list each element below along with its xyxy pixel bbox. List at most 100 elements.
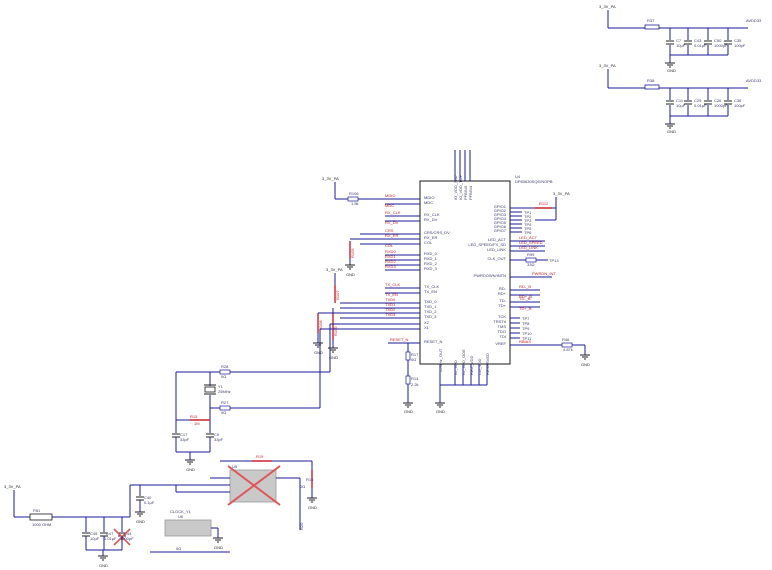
svg-text:X2: X2	[424, 320, 430, 325]
avdd33-decoupling-top: 3_3V_PA R37 AVDD33 C7 10µF C43 0.01µF C5…	[599, 4, 762, 73]
cap-c44-value: 1000pF	[120, 536, 134, 541]
power-input: 3_3V_PA FB1 1000 OHM C40 0.1µF GND C45 1…	[4, 484, 230, 568]
svg-text:RX_ER: RX_ER	[424, 235, 437, 240]
net-txd3: TXD3	[385, 312, 396, 317]
svg-text:R14: R14	[411, 376, 419, 381]
ground-symbol-strap-a: GND	[313, 342, 323, 355]
svg-text:TP9: TP9	[522, 326, 530, 331]
svg-text:TP2: TP2	[524, 214, 532, 219]
svg-text:Y1: Y1	[218, 384, 224, 389]
svg-text:TXD_2: TXD_2	[424, 309, 437, 314]
svg-text:RXD_2: RXD_2	[424, 261, 438, 266]
cap-c17-ref: C17	[180, 432, 188, 437]
svg-text:CD_VDD: CD_VDD	[477, 358, 482, 375]
svg-text:R108: R108	[318, 320, 323, 330]
ground-symbol-c40: GND	[135, 511, 145, 524]
clock-label: CLOCK_Y1	[170, 509, 192, 514]
svg-text:GND: GND	[186, 467, 195, 472]
svg-text:GND: GND	[99, 563, 108, 568]
svg-text:R99: R99	[527, 252, 535, 257]
crystal-circuit: R28 0Ω R27 0Ω Y1 25MHz R15 1M C17 33pF C…	[172, 324, 331, 472]
right-nets: R112 3_3V_PA TP1 TP2 TP3 TP4 TP5 TP6 LED…	[510, 191, 590, 367]
svg-text:2.2k: 2.2k	[411, 382, 419, 387]
ground-symbol-osc: GND	[307, 497, 317, 510]
svg-text:1.5k: 1.5k	[351, 201, 359, 206]
svg-text:R19: R19	[256, 454, 264, 459]
svg-text:TD+: TD+	[498, 303, 506, 308]
cap-c11-value: 10µF	[676, 103, 686, 108]
cap-c43-value: 0.01µF	[694, 43, 707, 48]
svg-text:GND: GND	[214, 545, 223, 550]
svg-text:4.87k: 4.87k	[563, 347, 573, 352]
svg-text:MDC: MDC	[424, 200, 433, 205]
svg-text:R17: R17	[411, 352, 419, 357]
svg-text:IO_VDD_TOP: IO_VDD_TOP	[458, 174, 463, 200]
rail-label-bottom: 3_3V_PA	[4, 484, 21, 489]
cap-c44-ref: C44	[124, 531, 132, 536]
svg-text:RX_DV: RX_DV	[424, 217, 438, 222]
svg-text:GND: GND	[314, 350, 323, 355]
svg-text:TP1: TP1	[524, 210, 532, 215]
oscillator-dnp: U5 U6 CLOCK_Y1 R19 R16 0Ω GND R20 GND	[164, 454, 317, 550]
ic-left-pins: MDIO MDC RX_CLK RX_DV CRS/CRS_DV RX_ER C…	[424, 195, 450, 344]
svg-text:R28: R28	[221, 364, 229, 369]
ground-symbol-top: GND	[665, 62, 676, 73]
avdd33-decoupling-bottom: 3_3V_PA R38 AVDD33 C11 10µF C25 0.01µF C…	[599, 63, 762, 134]
svg-text:R109: R109	[333, 326, 338, 336]
svg-text:R20: R20	[299, 522, 304, 530]
net-rxd3: RXD3	[385, 264, 396, 269]
net-crs: CRS	[385, 228, 394, 233]
cap-c40-ref: C40	[144, 495, 152, 500]
ground-symbol-bulk: GND	[98, 555, 108, 568]
cap-c45-ref: C45	[90, 531, 98, 536]
svg-text:0Ω: 0Ω	[221, 410, 226, 415]
net-txd2: TXD2	[385, 307, 396, 312]
avdd33-label-bottom: AVDD33	[746, 78, 762, 83]
ground-symbol-ic: GND	[435, 402, 445, 414]
svg-text:25MHz_OUT: 25MHz_OUT	[438, 348, 443, 372]
svg-text:0Ω: 0Ω	[221, 374, 226, 379]
net-rd-minus: RD-_B	[519, 284, 531, 289]
svg-text:1M: 1M	[194, 421, 200, 426]
svg-text:GPIO4: GPIO4	[494, 216, 507, 221]
svg-text:R16: R16	[306, 477, 314, 482]
avdd33-label-top: AVDD33	[746, 18, 762, 23]
svg-text:TP4: TP4	[524, 222, 532, 227]
svg-text:GND: GND	[346, 272, 355, 277]
cap-c26-ref: C26	[714, 98, 722, 103]
resistor-r37	[644, 24, 660, 30]
ground-symbol-crs: GND	[345, 264, 355, 277]
svg-text:TP6: TP6	[524, 230, 532, 235]
svg-text:GND: GND	[667, 68, 676, 73]
left-nets: MDIO MDC R106 1.5k 3_3V_PA RX_CLK RX_DV …	[313, 176, 420, 414]
ground-symbol-mid: GND	[665, 123, 676, 134]
resistor-r38	[644, 84, 660, 90]
svg-text:1000 OHM: 1000 OHM	[32, 522, 51, 527]
rail-label-mid: 3_3V_PA	[599, 63, 616, 68]
svg-text:R15: R15	[190, 414, 198, 419]
net-rxd0: RXD0	[385, 249, 396, 254]
cap-c50: C50 1000pF	[704, 38, 728, 48]
svg-text:RXD_3: RXD_3	[424, 266, 438, 271]
svg-text:TXD_3: TXD_3	[424, 314, 437, 319]
cap-c11: C11 10µF	[666, 98, 686, 108]
net-tx-clk: TX_CLK	[385, 282, 400, 287]
svg-text:LED_SPEED/FX_SD: LED_SPEED/FX_SD	[468, 242, 506, 247]
svg-text:RESET_N: RESET_N	[424, 339, 443, 344]
svg-text:IO_VDD: IO_VDD	[453, 360, 458, 375]
svg-text:R106: R106	[349, 191, 359, 196]
cap-c43: C43 0.01µF	[684, 38, 707, 48]
svg-text:TDO: TDO	[498, 329, 506, 334]
cap-c43-ref: C43	[694, 38, 702, 43]
svg-text:GPIO1: GPIO1	[494, 204, 507, 209]
net-txd0: TXD0	[385, 297, 396, 302]
svg-text:CRS/CRS_DV: CRS/CRS_DV	[424, 230, 450, 235]
svg-text:COL: COL	[424, 240, 433, 245]
net-led-act: LED_ACT	[519, 235, 538, 240]
rail-label-r2: 3_3V_PA	[553, 191, 570, 196]
cap-c36-value: 100pF	[734, 103, 746, 108]
net-td-plus: TD+_B	[519, 306, 532, 311]
svg-text:VREF: VREF	[495, 341, 506, 346]
cap-c17-value: 33pF	[180, 437, 190, 442]
svg-text:TXD_0: TXD_0	[424, 299, 437, 304]
